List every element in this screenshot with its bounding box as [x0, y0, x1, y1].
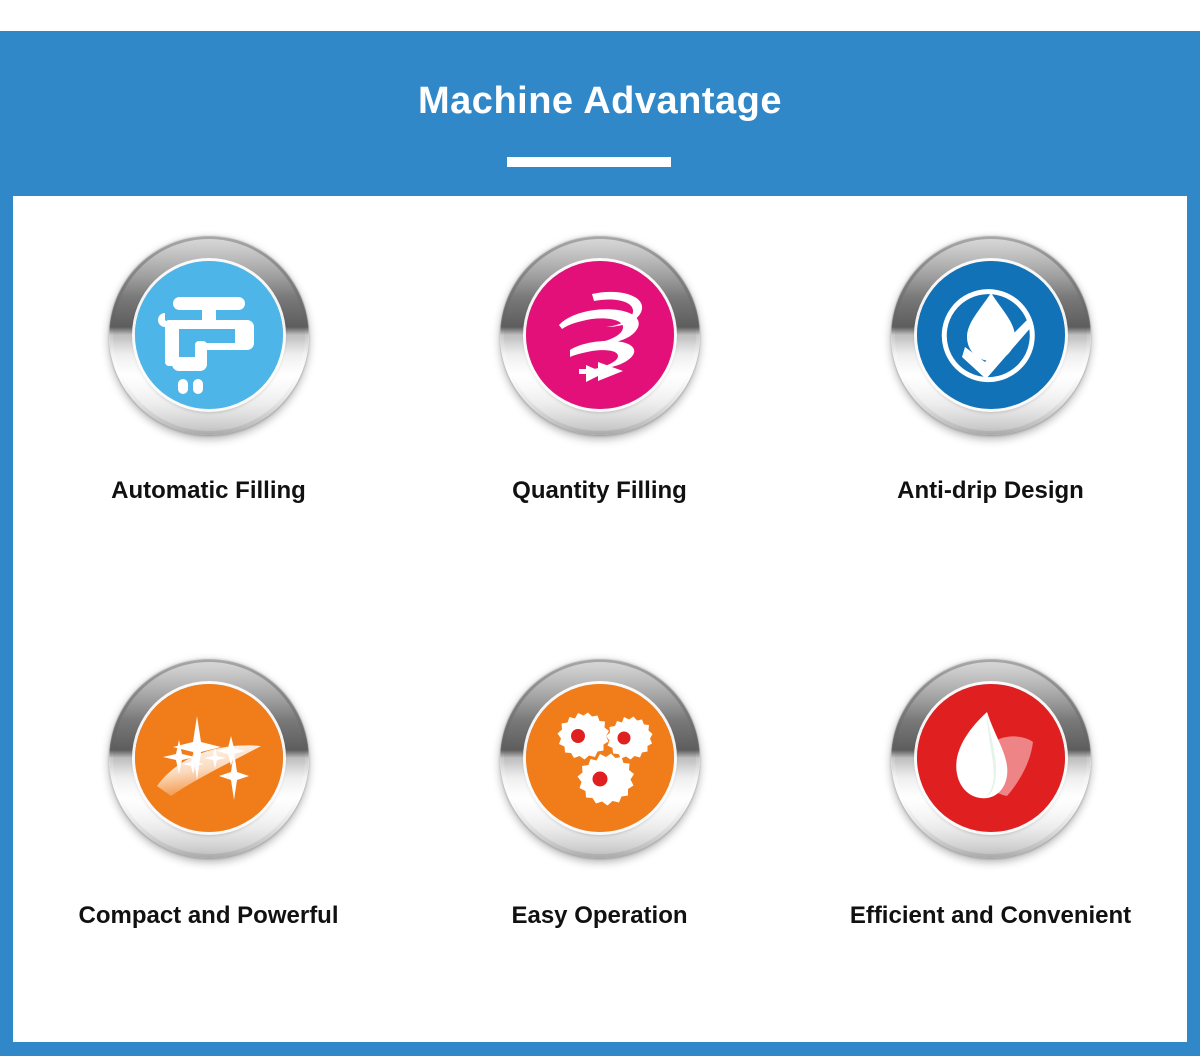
feature-item-efficient-and-convenient[interactable]: Efficient and Convenient	[795, 619, 1186, 1042]
faucet-tap-icon	[134, 261, 283, 409]
water-drop-check-icon	[916, 261, 1065, 409]
leaf-eco-icon	[916, 684, 1065, 832]
header-band: Machine Advantage	[0, 31, 1200, 195]
content-panel: Automatic Filling	[13, 196, 1187, 1042]
page-title: Machine Advantage	[418, 80, 782, 122]
feature-label: Quantity Filling	[512, 477, 687, 504]
feature-grid: Automatic Filling	[13, 196, 1187, 1042]
badge-wrapper	[102, 228, 316, 442]
feature-label: Easy Operation	[511, 902, 688, 929]
feature-item-easy-operation[interactable]: Easy Operation	[404, 619, 795, 1042]
feature-item-quantity-filling[interactable]: Quantity Filling	[404, 196, 795, 619]
chrome-ring	[890, 658, 1091, 858]
chrome-ring	[890, 235, 1091, 435]
badge-wrapper	[884, 228, 1098, 442]
sparkle-shine-icon	[134, 684, 283, 832]
gears-cogs-icon	[525, 684, 674, 832]
feature-item-automatic-filling[interactable]: Automatic Filling	[13, 196, 404, 619]
title-underline-rule	[507, 157, 671, 167]
feature-item-anti-drip-design[interactable]: Anti-drip Design	[795, 196, 1186, 619]
badge-wrapper	[102, 651, 316, 865]
badge-wrapper	[493, 228, 707, 442]
badge-wrapper	[493, 651, 707, 865]
feature-label: Compact and Powerful	[78, 902, 339, 929]
feature-label: Anti-drip Design	[897, 477, 1084, 504]
feature-item-compact-and-powerful[interactable]: Compact and Powerful	[13, 619, 404, 1042]
chrome-ring	[108, 658, 309, 858]
badge-wrapper	[884, 651, 1098, 865]
chrome-ring	[499, 658, 700, 858]
chrome-ring	[108, 235, 309, 435]
swirl-arrow-icon	[525, 261, 674, 409]
chrome-ring	[499, 235, 700, 435]
feature-label: Efficient and Convenient	[849, 902, 1132, 929]
feature-label: Automatic Filling	[111, 477, 306, 504]
